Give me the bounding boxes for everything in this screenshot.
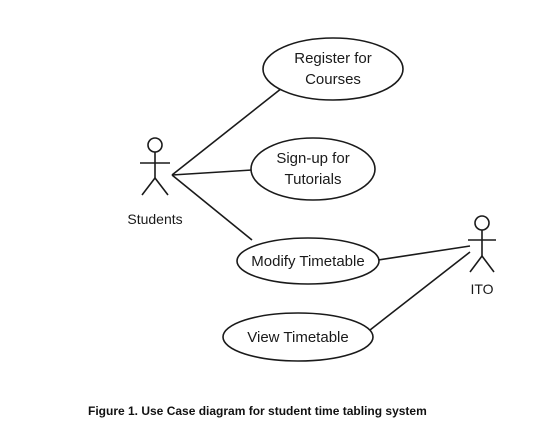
association-ito-modify (377, 245, 471, 261)
actor-students-right-leg (154, 177, 169, 196)
actor-ito-head (474, 215, 490, 231)
association-students-signup (171, 169, 253, 176)
actor-ito-right-leg (481, 255, 495, 273)
association-ito-view (369, 251, 471, 331)
actor-students-left-leg (141, 177, 156, 196)
actor-ito-left-leg (469, 255, 483, 273)
actor-ito (468, 215, 496, 273)
use-case-register-line-1: Register for (294, 50, 372, 67)
actor-students (140, 137, 170, 196)
actor-ito-label: ITO (470, 281, 493, 297)
use-case-modify-line-1: Modify Timetable (251, 253, 364, 270)
use-case-view-ellipse (222, 312, 374, 362)
use-case-view-timetable: View Timetable (222, 312, 374, 362)
use-case-sign-up-for-tutorials: Sign-up for Tutorials (250, 137, 376, 201)
use-case-register-for-courses: Register for Courses (262, 37, 404, 101)
use-case-modify-timetable: Modify Timetable (236, 237, 380, 285)
use-case-signup-ellipse (250, 137, 376, 201)
association-students-register (171, 87, 283, 176)
use-case-signup-line-1: Sign-up for (276, 150, 349, 167)
use-case-register-ellipse (262, 37, 404, 101)
use-case-register-line-2: Courses (305, 71, 361, 88)
use-case-signup-line-2: Tutorials (285, 171, 342, 188)
association-students-modify (171, 174, 253, 241)
use-case-view-line-1: View Timetable (247, 329, 348, 346)
actor-students-head (147, 137, 163, 153)
actor-students-label: Students (127, 211, 182, 227)
associations (171, 87, 471, 331)
use-case-modify-ellipse (236, 237, 380, 285)
figure-caption: Figure 1. Use Case diagram for student t… (88, 404, 427, 418)
